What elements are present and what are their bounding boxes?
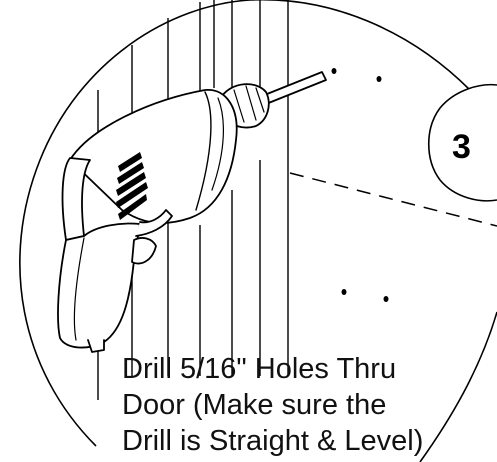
drill-bit	[261, 71, 327, 105]
drill-trigger	[131, 237, 157, 265]
instruction-line-3: Drill is Straight & Level)	[122, 425, 423, 457]
detail-circle	[19, 0, 497, 462]
hole-mark	[383, 296, 389, 302]
vent-grille	[116, 152, 148, 220]
instruction-caption: Drill 5/16" Holes Thru Door (Make sure t…	[122, 353, 423, 457]
dashed-guide-line	[289, 172, 497, 227]
power-drill	[57, 71, 327, 353]
hole-mark	[376, 76, 382, 82]
step-number: 3	[452, 128, 471, 166]
hole-marks	[331, 68, 389, 302]
instruction-line-2: Door (Make sure the	[122, 389, 386, 421]
hole-mark	[331, 68, 337, 74]
step-circle	[427, 83, 497, 202]
drill-body	[69, 89, 238, 224]
hole-mark	[341, 289, 347, 295]
instruction-line-1: Drill 5/16" Holes Thru	[122, 353, 396, 385]
drill-handle	[57, 222, 141, 349]
drill-rear-cap	[61, 157, 91, 241]
